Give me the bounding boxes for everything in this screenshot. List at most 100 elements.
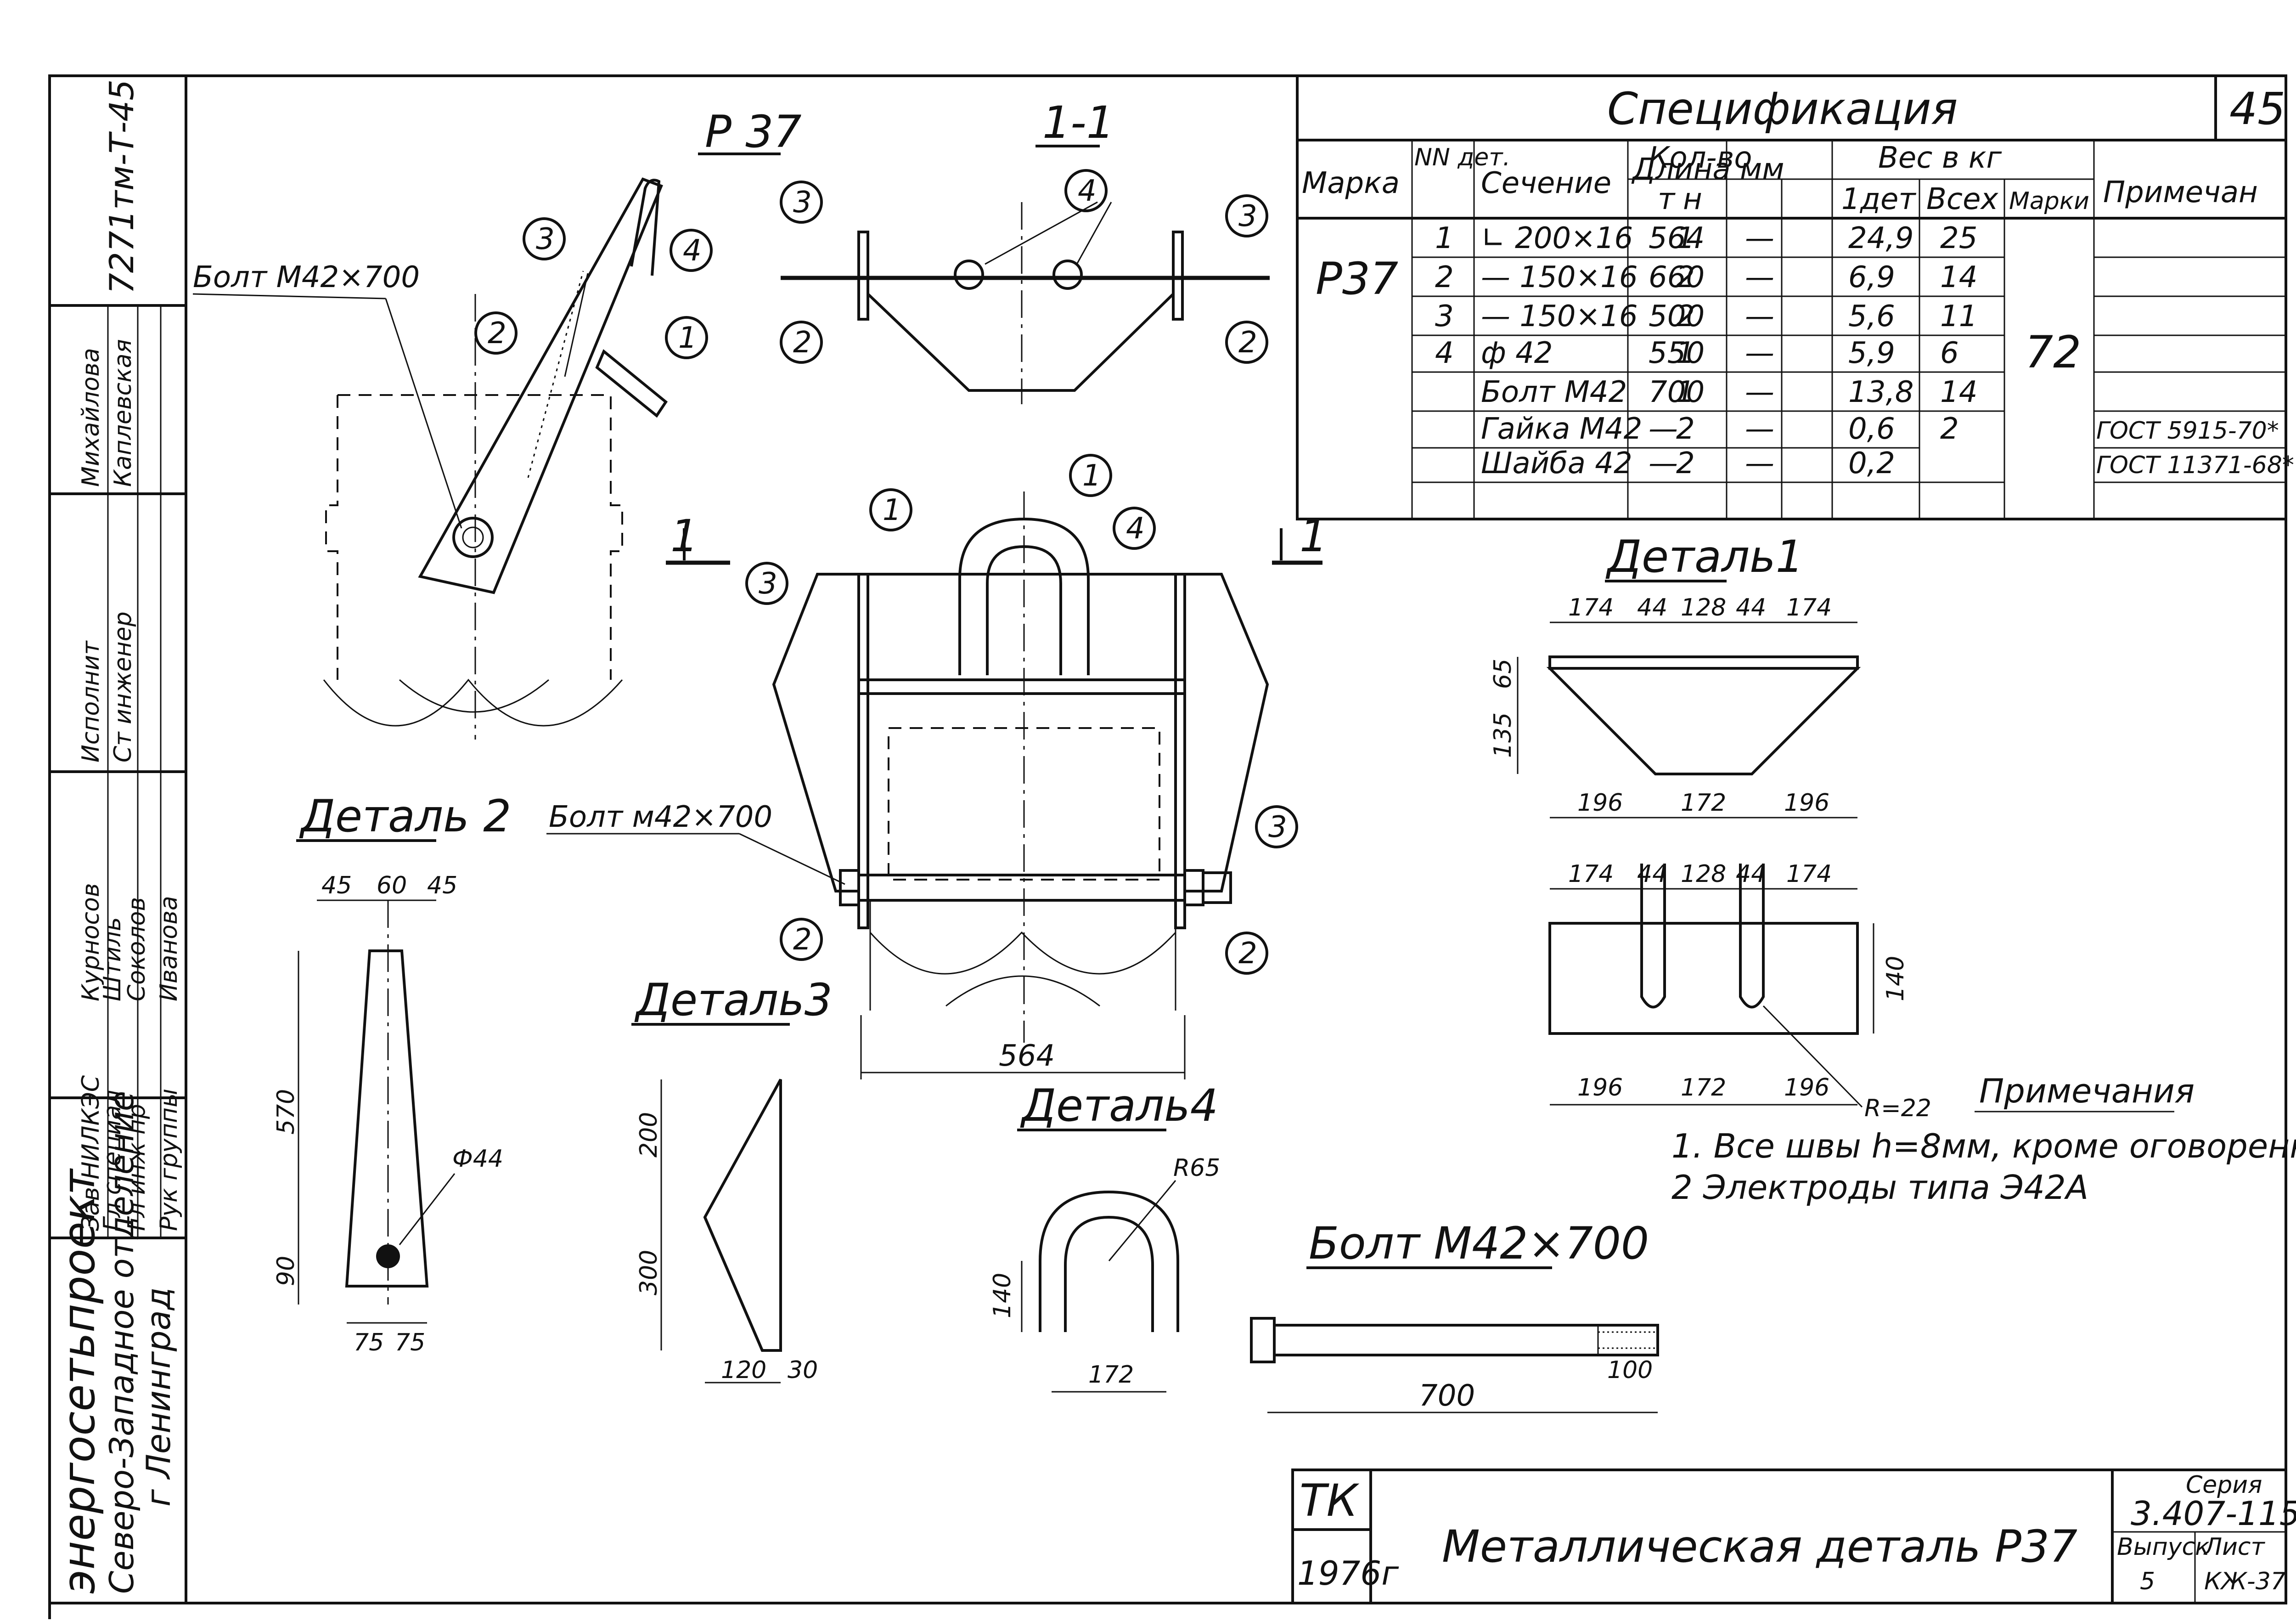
- tb-issue-label: Выпуск: [2117, 1533, 2210, 1561]
- part-callout-number: 1: [883, 493, 901, 527]
- spec-cell-one: 13,8: [1848, 375, 1914, 409]
- spec-cell-t: 2: [1676, 446, 1695, 480]
- spec-cell-one: 6,9: [1848, 260, 1895, 294]
- spec-cell-t: 1: [1676, 375, 1695, 409]
- d1-plan-h: 140: [1882, 956, 1909, 1001]
- spec-cell-n: —: [1745, 375, 1774, 409]
- stamp-role-1: Зав НИЛКЭС: [77, 1075, 105, 1231]
- spec-cell-length: 550: [1649, 336, 1705, 370]
- tb-tk: ТК: [1300, 1475, 1360, 1526]
- spec-cell-all: 2: [1940, 412, 1959, 446]
- stamp-role-5: Исполнит: [77, 640, 105, 762]
- tb-series: 3.407-115: [2131, 1494, 2296, 1533]
- part-callout-number: 3: [793, 186, 812, 220]
- tb-sheet: КЖ-37: [2204, 1568, 2286, 1595]
- d1-ptop-5: 174: [1786, 860, 1832, 888]
- part-callout: [1069, 454, 1112, 497]
- org-branch: Северо-Западное отделение: [102, 1091, 141, 1594]
- spec-h-qty-n: н: [1683, 182, 1702, 216]
- view-detail4: R65 140 172: [989, 1154, 1220, 1393]
- part-callout-number: 4: [683, 234, 702, 268]
- d1-top-2: 44: [1637, 594, 1667, 621]
- d1-top-4: 44: [1736, 594, 1766, 621]
- spec-cell-one: 0,2: [1848, 446, 1895, 480]
- spec-cell-section: ф 42: [1481, 336, 1553, 370]
- part-callout-number: 4: [1078, 174, 1097, 208]
- d1-bot-2: 172: [1681, 789, 1726, 817]
- sheet-number: 45: [2229, 83, 2285, 135]
- spec-cell-t: 2: [1676, 260, 1695, 294]
- spec-cell-all: 25: [1940, 221, 1977, 255]
- spec-h-qty: Кол-во: [1649, 141, 1752, 175]
- spec-cell-all: 6: [1940, 336, 1959, 370]
- title-detail3: Деталь3: [634, 974, 833, 1026]
- tb-title: Металлическая деталь Р37: [1442, 1521, 2077, 1572]
- d1-top-1: 174: [1568, 594, 1614, 621]
- tb-series-label: Серия: [2186, 1471, 2262, 1499]
- part-callout-number: 3: [1268, 810, 1287, 844]
- stamp-name-1: Курносов: [77, 883, 105, 1001]
- spec-cell-length: 660: [1649, 260, 1705, 294]
- view-detail1: 174 44 128 44 174 196 172 196 174 44 128…: [1489, 594, 1931, 1122]
- d3-w2: 30: [788, 1356, 818, 1384]
- spec-table: Спецификация 45 Марка NN дет. Сечение Дл…: [1296, 74, 2294, 520]
- d2-top-1: 45: [321, 872, 352, 899]
- spec-cell-length: —: [1649, 446, 1678, 480]
- spec-cell-n: —: [1745, 446, 1774, 480]
- part-callout: [1255, 805, 1298, 848]
- spec-cell-all: 14: [1940, 375, 1977, 409]
- part-callout-number: 2: [793, 923, 812, 957]
- spec-cell-t: 1: [1676, 336, 1695, 370]
- dim-main-width: 564: [999, 1039, 1055, 1073]
- stamp-role-3: Гл инж пр: [123, 1104, 151, 1231]
- spec-cell-one: 0,6: [1848, 412, 1895, 446]
- spec-h-section: Сечение: [1481, 166, 1611, 200]
- spec-h-partno: NN дет.: [1414, 144, 1510, 171]
- tb-year: 1976г: [1297, 1554, 1399, 1593]
- d1-ptop-3: 128: [1681, 860, 1726, 888]
- d1-radius: R=22: [1864, 1095, 1931, 1122]
- spec-cell-note: ГОСТ 5915-70*: [2096, 417, 2279, 445]
- part-callout-number: 2: [793, 326, 812, 360]
- spec-cell-one: 24,9: [1848, 221, 1914, 255]
- d1-pbot-2: 172: [1681, 1074, 1726, 1101]
- tb-sheet-label: Лист: [2203, 1533, 2265, 1561]
- spec-cell-no: 1: [1435, 221, 1454, 255]
- org-name: энергосетьпроект: [53, 1168, 105, 1594]
- note-1: 1. Все швы h=8мм, кроме оговоренных: [1671, 1127, 2296, 1165]
- d3-w1: 120: [721, 1356, 766, 1384]
- spec-cell-section: ∟ 200×16: [1481, 221, 1633, 255]
- spec-h-qty-t: т: [1658, 182, 1676, 216]
- stamp-name-2: Штиль: [99, 917, 126, 1001]
- part-callout: [523, 217, 566, 260]
- spec-cell-section: Гайка М42: [1481, 412, 1642, 446]
- part-callout-number: 3: [759, 567, 777, 601]
- main-bolt-label: Болт м42×700: [549, 800, 772, 834]
- stamp-role-6: Ст инженер: [109, 611, 137, 762]
- stamp-role-4: Рук группы: [155, 1089, 183, 1231]
- part-callout: [1064, 169, 1108, 212]
- spec-cell-length: 564: [1649, 221, 1705, 255]
- d2-h2: 90: [272, 1256, 300, 1286]
- spec-cell-note: ГОСТ 11371-68*: [2096, 452, 2294, 479]
- spec-cell-all: 14: [1940, 260, 1977, 294]
- bolt-thread: 100: [1607, 1356, 1653, 1384]
- part-callout: [1225, 932, 1268, 975]
- spec-h-length: Длина мм: [1631, 152, 1784, 186]
- left-stamp: 7271тм-Т-45 Михайлова Каплевская Исполни…: [50, 79, 186, 1594]
- view-detail3: 200 300 120 30: [635, 1079, 818, 1384]
- view-titles: Р 37 1-1 Деталь1 Деталь 2 Деталь3 Деталь…: [296, 97, 1804, 1269]
- spec-h-w-one: 1дет: [1841, 182, 1916, 216]
- view-p37: Болт М42×700: [192, 177, 668, 740]
- title-detail4: Деталь4: [1020, 1080, 1218, 1131]
- stamp-name-3: Соколов: [123, 897, 151, 1001]
- d2-bot-1: 75: [354, 1329, 384, 1356]
- d2-top-2: 60: [377, 872, 407, 899]
- bolt-length: 700: [1419, 1379, 1475, 1413]
- d1-ptop-1: 174: [1568, 860, 1614, 888]
- title-detail1: Деталь1: [1605, 531, 1804, 582]
- part-callout-number: 3: [536, 222, 555, 256]
- title-detail2: Деталь 2: [299, 791, 511, 842]
